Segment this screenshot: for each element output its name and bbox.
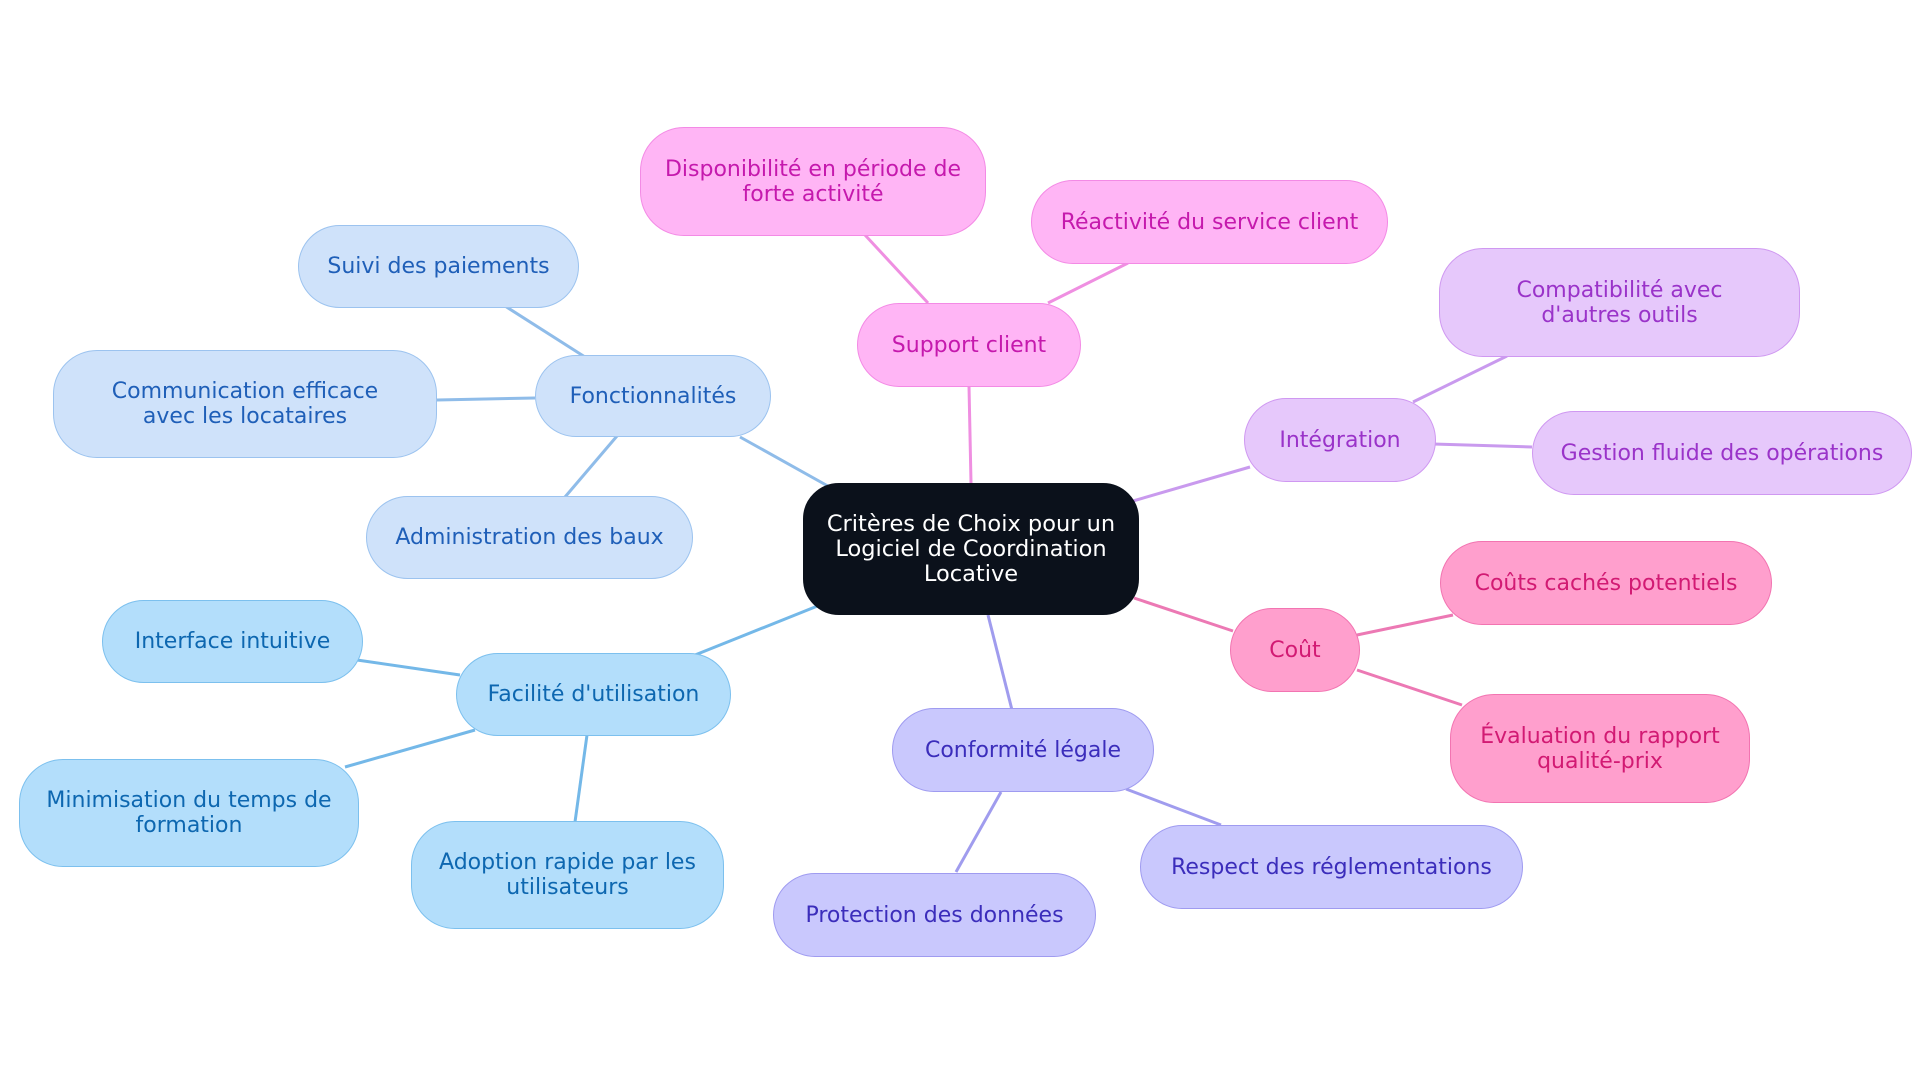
leaf-interface-intuitive: Interface intuitive — [102, 600, 363, 683]
leaf-label: Interface intuitive — [134, 629, 331, 654]
link-fonctionnalites-suivi — [504, 304, 586, 359]
branch-cout: Coût — [1230, 608, 1360, 692]
link-facilite-interface — [356, 658, 461, 677]
leaf-suivi-des-paiements: Suivi des paiements — [298, 225, 579, 308]
link-conformite-protection — [954, 791, 1003, 873]
leaf-minimisation-formation: Minimisation du temps de formation — [19, 759, 359, 867]
branch-integration: Intégration — [1244, 398, 1436, 482]
leaf-respect-reglementations: Respect des réglementations — [1140, 825, 1523, 909]
link-integration-compatibilite — [1412, 354, 1508, 404]
leaf-label: Compatibilité avec d'autres outils — [1516, 277, 1723, 328]
link-root-cout — [1133, 596, 1234, 633]
link-fonctionnalites-administration — [563, 435, 619, 498]
leaf-label: Disponibilité en période de forte activi… — [664, 156, 962, 207]
leaf-compatibilite-outils: Compatibilité avec d'autres outils — [1439, 248, 1800, 357]
leaf-label: Suivi des paiements — [327, 254, 550, 279]
branch-label: Support client — [891, 332, 1047, 358]
root-node: Critères de Choix pour un Logiciel de Co… — [803, 483, 1139, 615]
link-facilite-minimisation — [344, 728, 476, 769]
branch-label: Coût — [1269, 637, 1321, 663]
leaf-protection-donnees: Protection des données — [773, 873, 1096, 957]
link-root-fonctionnalites — [739, 435, 836, 492]
link-fonctionnalites-communication — [436, 396, 536, 402]
branch-fonctionnalites: Fonctionnalités — [535, 355, 771, 437]
leaf-label: Protection des données — [805, 902, 1064, 928]
link-integration-gestion — [1432, 442, 1533, 449]
link-support-disponibilite — [863, 233, 930, 305]
branch-support-client: Support client — [857, 303, 1081, 387]
leaf-disponibilite-activite: Disponibilité en période de forte activi… — [640, 127, 986, 236]
branch-conformite-legale: Conformité légale — [892, 708, 1154, 792]
leaf-couts-caches: Coûts cachés potentiels — [1440, 541, 1772, 625]
link-cout-caches — [1356, 613, 1454, 637]
leaf-evaluation-qualite-prix: Évaluation du rapport qualité-prix — [1450, 694, 1750, 803]
branch-label: Intégration — [1279, 427, 1401, 453]
link-cout-evaluation — [1356, 668, 1463, 707]
leaf-label: Communication efficace avec les locatair… — [111, 379, 379, 429]
branch-label: Conformité légale — [924, 737, 1122, 763]
link-conformite-respect — [1125, 787, 1222, 827]
leaf-label: Minimisation du temps de formation — [46, 788, 332, 838]
branch-facilite-utilisation: Facilité d'utilisation — [456, 653, 731, 736]
root-label: Critères de Choix pour un Logiciel de Co… — [826, 510, 1116, 587]
leaf-administration-des-baux: Administration des baux — [366, 496, 693, 579]
link-root-integration — [1132, 465, 1251, 503]
leaf-label: Administration des baux — [395, 525, 664, 550]
leaf-gestion-operations: Gestion fluide des opérations — [1532, 411, 1912, 495]
link-root-support — [967, 385, 973, 484]
branch-label: Fonctionnalités — [569, 383, 737, 409]
leaf-label: Gestion fluide des opérations — [1560, 440, 1884, 466]
leaf-label: Respect des réglementations — [1171, 854, 1492, 880]
leaf-communication-locataires: Communication efficace avec les locatair… — [53, 350, 437, 458]
leaf-label: Réactivité du service client — [1060, 209, 1359, 235]
link-support-reactivite — [1047, 261, 1129, 305]
leaf-adoption-rapide: Adoption rapide par les utilisateurs — [411, 821, 724, 929]
leaf-label: Évaluation du rapport qualité-prix — [1480, 723, 1720, 774]
leaf-label: Adoption rapide par les utilisateurs — [439, 850, 696, 900]
leaf-reactivite-service: Réactivité du service client — [1031, 180, 1388, 264]
link-root-conformite — [986, 614, 1014, 711]
link-root-facilite — [694, 603, 821, 657]
branch-label: Facilité d'utilisation — [487, 682, 700, 707]
link-facilite-adoption — [573, 734, 589, 823]
leaf-label: Coûts cachés potentiels — [1474, 570, 1738, 596]
